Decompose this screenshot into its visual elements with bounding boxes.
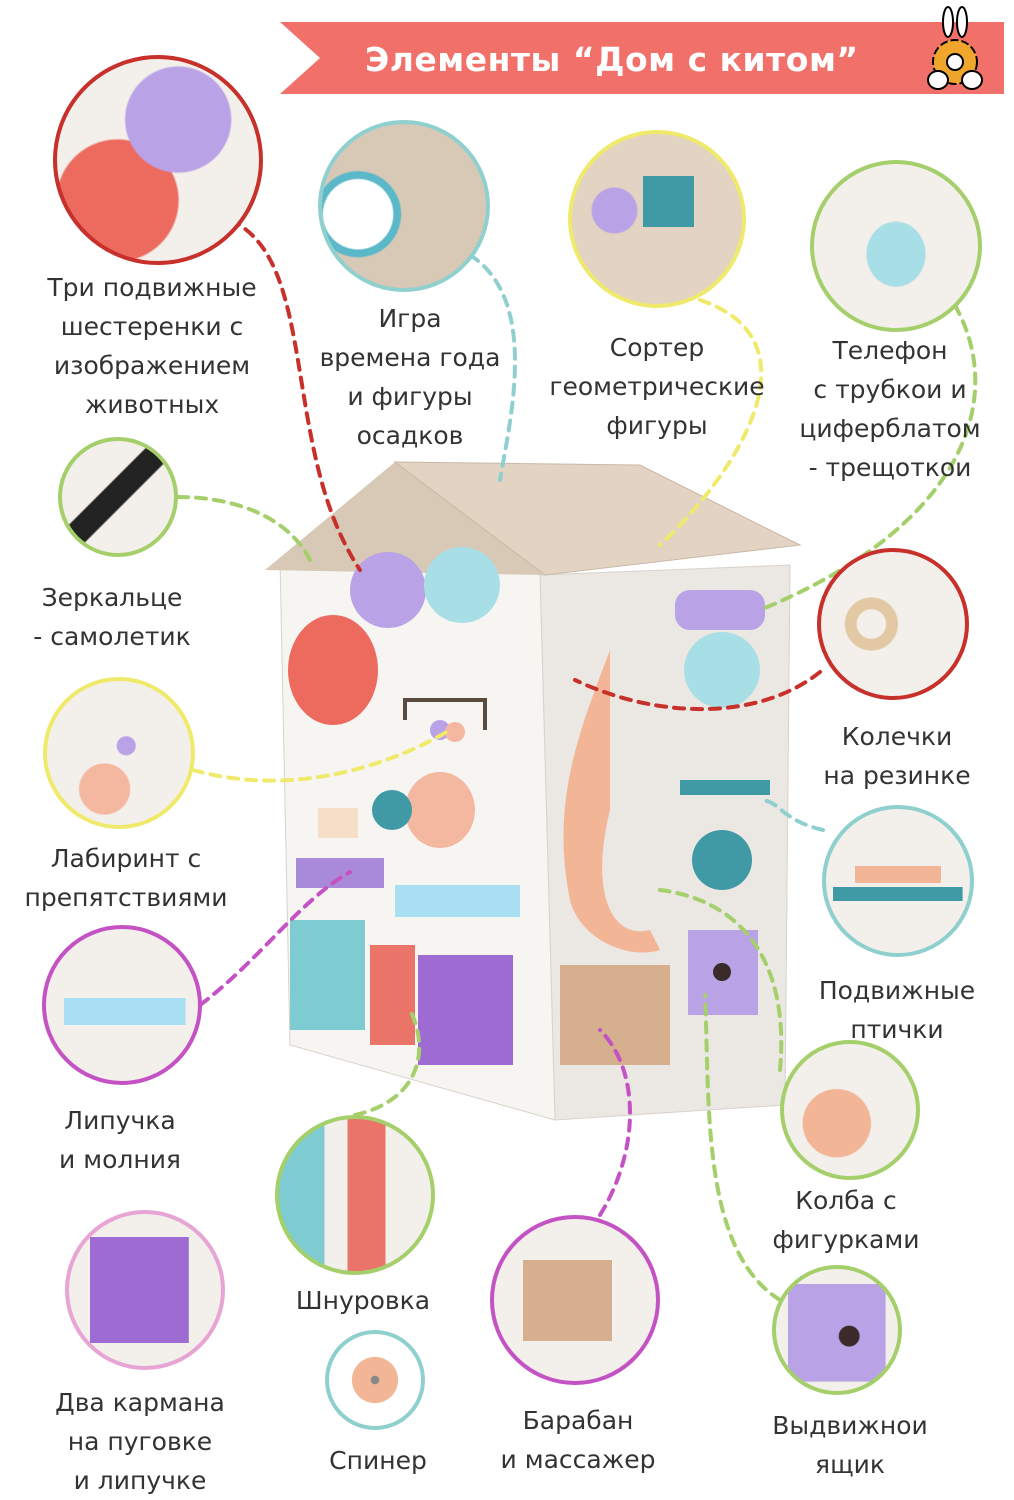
label-line: изображением [53,351,251,380]
label-line: Выдвижнои [772,1411,928,1440]
label-line: и липучке [73,1466,207,1495]
label-birds: Подвижные птички [819,971,975,1049]
label-line: на резинке [823,761,971,790]
label-line: осадков [356,421,464,450]
label-line: Три подвижные [47,273,257,302]
label-drum: Барабан и массажер [501,1401,656,1479]
label-phone: Телефон с трубкои и циферблатом - трещот… [799,331,980,487]
label-sorter: Сортер геометрические фигуры [549,328,764,445]
label-line: Липучка [64,1106,176,1135]
label-drawer: Выдвижнои ящик [772,1406,928,1484]
label-line: на пуговке [67,1427,213,1456]
label-line: с трубкои и [813,375,967,404]
label-line: Колба с [795,1186,897,1215]
title-banner [280,22,1004,94]
label-line: Игра [378,304,442,333]
label-seasons: Игра времена года и фигуры осадков [320,299,501,455]
lacing-detail-circle [275,1115,435,1275]
label-line: фигурками [772,1225,920,1254]
label-maze: Лабиринт с препятствиями [25,839,228,917]
label-gears: Три подвижные шестеренки с изображением … [47,268,256,424]
mirror-detail-circle [58,437,178,557]
label-pockets: Два кармана на пуговке и липучке [55,1383,225,1500]
label-line: Шнуровка [295,1286,431,1315]
label-line: животных [84,390,220,419]
label-line: циферблатом [799,414,981,443]
label-line: препятствиями [24,883,228,912]
label-line: фигуры [606,411,708,440]
label-line: Подвижные [818,976,976,1005]
spinner-detail-circle [325,1330,425,1430]
banner-title: Элементы “Дом с китом” [365,40,859,79]
label-line: - самолетик [33,622,191,651]
drum-detail-circle [490,1215,660,1385]
label-line: и молния [59,1145,181,1174]
drawer-detail-circle [772,1265,902,1395]
label-line: Лабиринт с [50,844,202,873]
label-line: Сортер [609,333,705,362]
sorter-detail-circle [568,130,746,308]
label-line: Барабан [522,1406,634,1435]
label-line: геометрические [549,372,765,401]
label-mirror: Зеркальце - самолетик [33,578,190,656]
label-line: времена года [319,343,501,372]
seasons-detail-circle [318,120,490,292]
velcro-detail-circle [42,925,202,1085]
gears-detail-circle [53,55,263,265]
flask-detail-circle [780,1040,920,1180]
label-line: - трещоткои [808,453,972,482]
label-rings: Колечки на резинке [823,717,970,795]
label-line: ящик [815,1450,885,1479]
label-line: птички [850,1015,944,1044]
label-line: Телефон [832,336,948,365]
label-velcro: Липучка и молния [59,1101,181,1179]
label-line: и фигуры [347,382,473,411]
bunny-gear-logo [927,6,983,90]
label-line: шестеренки с [60,312,244,341]
birds-detail-circle [822,805,974,957]
rings-detail-circle [817,548,969,700]
maze-detail-circle [43,677,195,829]
label-line: Два кармана [55,1388,225,1417]
label-line: Спинер [329,1446,427,1475]
label-spinner: Спинер [329,1441,427,1480]
label-lacing: Шнуровка [296,1281,430,1320]
label-line: Зеркальце [41,583,183,612]
label-line: Колечки [841,722,953,751]
phone-detail-circle [810,160,982,332]
label-flask: Колба с фигурками [773,1181,920,1259]
pockets-detail-circle [65,1210,225,1370]
label-line: и массажер [500,1445,656,1474]
